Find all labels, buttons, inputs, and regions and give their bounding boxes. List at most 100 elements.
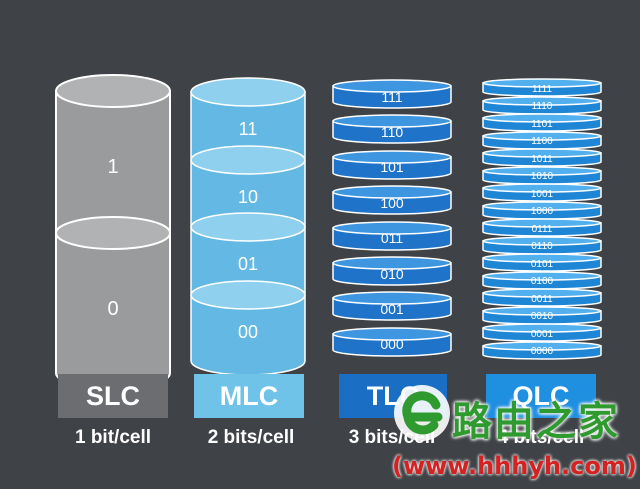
- tlc-cell-value: 100: [380, 194, 404, 211]
- qlc-cylinder-top: [482, 288, 602, 298]
- mlc-cylinder-top: [190, 212, 306, 242]
- qlc-cylinder: [482, 148, 602, 167]
- qlc-cell-value: 1101: [531, 118, 553, 130]
- tlc-cell-value: 000: [380, 336, 404, 353]
- qlc-cell: 0000: [482, 340, 602, 360]
- qlc-cylinder-top: [482, 235, 602, 246]
- qlc-cell: 0111: [482, 218, 602, 237]
- tlc-cell: 101: [332, 150, 452, 180]
- mlc-caption: 2 bits/cell: [207, 427, 295, 448]
- slc-badge: SLC: [58, 374, 168, 418]
- qlc-cylinder: [482, 78, 602, 97]
- tlc-cylinder: [332, 185, 452, 215]
- mlc-cylinder: [190, 279, 306, 376]
- qlc-cell-value: 0101: [530, 258, 554, 270]
- qlc-cylinder-top: [482, 270, 602, 281]
- qlc-cylinder: [482, 130, 602, 150]
- qlc-cylinder: [482, 218, 602, 237]
- qlc-cylinder-top: [482, 78, 602, 88]
- tlc-cylinder: [332, 220, 452, 251]
- tlc-cell: 011: [332, 220, 452, 251]
- slc-cylinder-top: [55, 216, 171, 250]
- tlc-cylinder-top: [332, 114, 452, 129]
- qlc-cell: 0011: [482, 288, 602, 307]
- tlc-cell-value: 110: [380, 123, 404, 140]
- qlc-cell: 1011: [482, 148, 602, 167]
- tlc-cell: 110: [332, 114, 452, 145]
- slc-cell-value: 1: [107, 155, 119, 178]
- tlc-cylinder: [332, 256, 452, 286]
- qlc-cylinder-top: [482, 183, 602, 193]
- tlc-cell-value: 001: [380, 300, 404, 317]
- qlc-cylinder: [482, 235, 602, 255]
- qlc-cell-value: 0000: [530, 346, 554, 357]
- qlc-cell-value: 0011: [531, 293, 553, 305]
- slc-cell-value: 0: [107, 297, 119, 320]
- qlc-cylinder-top: [482, 340, 602, 351]
- tlc-cylinder: [332, 79, 452, 109]
- qlc-cell: 0001: [482, 323, 602, 342]
- qlc-cylinder-top: [482, 165, 602, 176]
- tlc-cylinder-top: [332, 79, 452, 93]
- mlc-cell-value: 11: [238, 119, 258, 140]
- qlc-cell: 0110: [482, 235, 602, 255]
- watermark-url: (www.hhhyh.com): [392, 452, 637, 480]
- tlc-cell: 001: [332, 291, 452, 322]
- tlc-cylinder-top: [332, 150, 452, 164]
- mlc-cell-value: 01: [237, 254, 259, 275]
- tlc-cell-value: 111: [381, 88, 403, 105]
- slc-cylinder-top: [55, 74, 171, 108]
- tlc-cell-value: 010: [380, 265, 404, 282]
- qlc-cell-value: 0111: [531, 223, 553, 235]
- qlc-cell-value: 1110: [531, 101, 553, 112]
- qlc-cell: 0101: [482, 253, 602, 272]
- qlc-badge: QLC: [486, 374, 596, 418]
- tlc-cell: 000: [332, 327, 452, 357]
- qlc-cell: 0100: [482, 270, 602, 290]
- tlc-cell: 111: [332, 79, 452, 109]
- qlc-cylinder-top: [482, 253, 602, 263]
- qlc-cell-value: 0010: [530, 311, 554, 322]
- qlc-cell: 1100: [482, 130, 602, 150]
- qlc-cylinder: [482, 183, 602, 202]
- slc-cylinder: [55, 74, 171, 248]
- tlc-cell-value: 101: [380, 159, 404, 176]
- tlc-cylinder-top: [332, 291, 452, 306]
- qlc-cylinder-top: [482, 323, 602, 333]
- qlc-cell-value: 1100: [531, 136, 553, 147]
- route-e-logo-icon: [392, 383, 452, 443]
- qlc-cylinder-top: [482, 148, 602, 158]
- qlc-cell: 1101: [482, 113, 602, 132]
- qlc-cell: 1000: [482, 200, 602, 220]
- slc-cell: 1: [55, 74, 171, 248]
- tlc-cylinder: [332, 327, 452, 357]
- tlc-cylinder: [332, 291, 452, 322]
- qlc-cell: 1111: [482, 78, 602, 97]
- watermark-text: 路由之家: [452, 399, 620, 445]
- tlc-cylinder: [332, 114, 452, 145]
- qlc-cell-value: 1010: [530, 171, 554, 182]
- slc-cylinder: [55, 216, 171, 390]
- qlc-cylinder-top: [482, 200, 602, 211]
- qlc-caption: 4 bits/cell: [497, 427, 585, 448]
- slc-cell: 0: [55, 216, 171, 390]
- qlc-cylinder-top: [482, 95, 602, 106]
- qlc-cylinder-top: [482, 130, 602, 141]
- qlc-cell-value: 0001: [530, 328, 554, 340]
- mlc-cylinder-top: [190, 279, 306, 310]
- mlc-cell-value: 10: [237, 186, 259, 207]
- tlc-cell: 100: [332, 185, 452, 215]
- qlc-cylinder: [482, 253, 602, 272]
- mlc-cylinder-top: [190, 144, 306, 175]
- qlc-cell-value: 1001: [530, 188, 554, 200]
- tlc-cylinder: [332, 150, 452, 180]
- qlc-cylinder: [482, 165, 602, 185]
- qlc-cell: 1001: [482, 183, 602, 202]
- qlc-cylinder-top: [482, 113, 602, 123]
- qlc-cell: 0010: [482, 305, 602, 325]
- mlc-cell-value: 00: [237, 321, 259, 342]
- qlc-cell-value: 1011: [531, 153, 553, 165]
- qlc-cell-value: 0100: [530, 276, 554, 287]
- tlc-cylinder-top: [332, 256, 452, 270]
